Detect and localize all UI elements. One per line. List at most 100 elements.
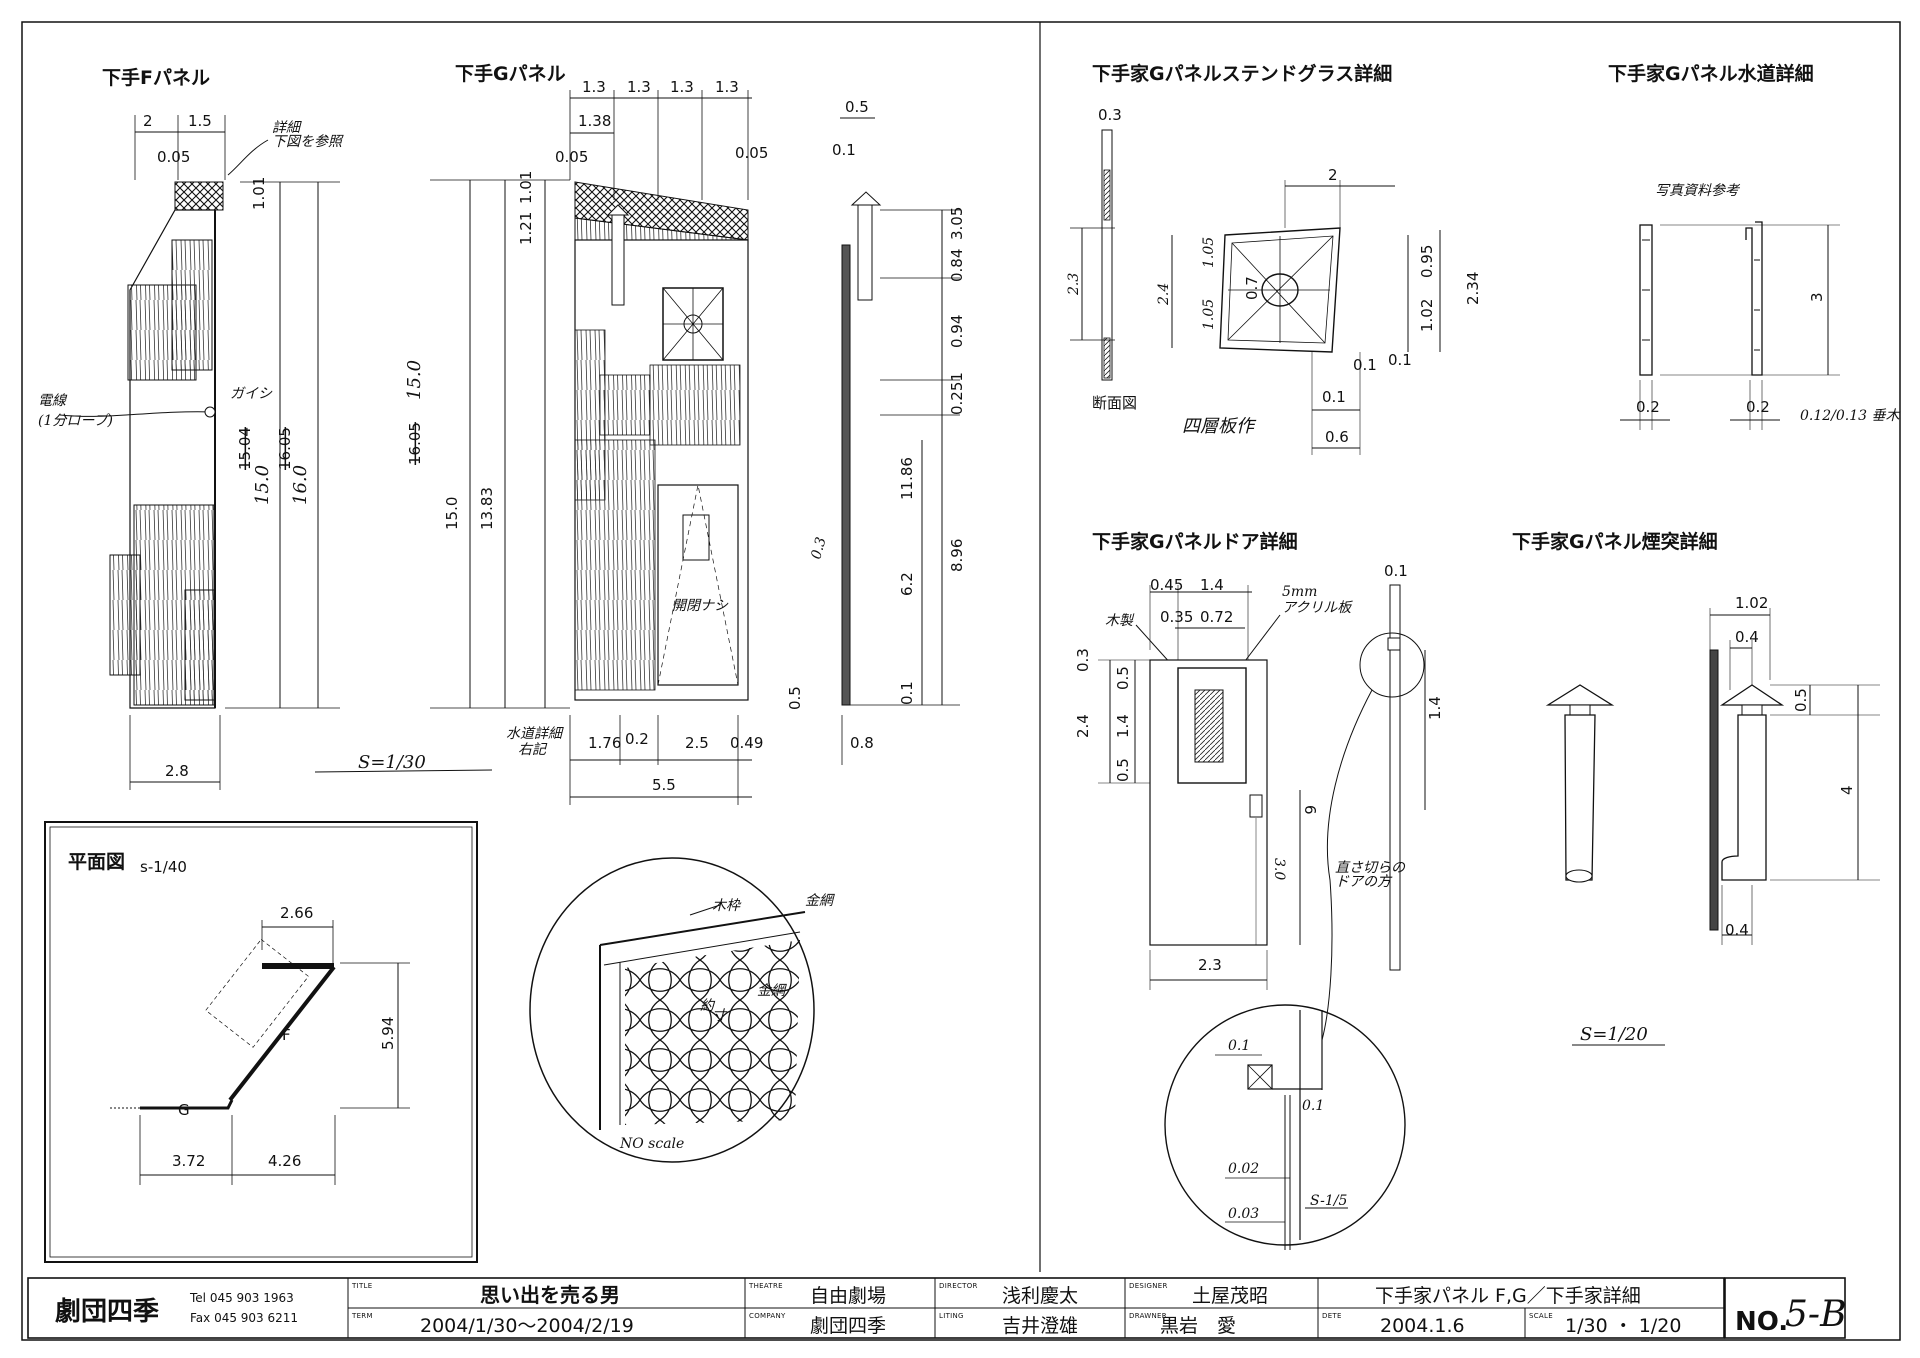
stained-dim-0-1a: 0.1 xyxy=(1353,356,1377,374)
stained-dim-2-34: 2.34 xyxy=(1464,272,1482,305)
plan-scale: s-1/40 xyxy=(140,858,187,876)
stained-dim-2: 2 xyxy=(1328,166,1338,184)
mesh-note-sun: 寸 xyxy=(712,1008,728,1024)
detail-dim-0-1b: 0.1 xyxy=(1302,1098,1324,1114)
detail-dim-0-02: 0.02 xyxy=(1228,1161,1259,1177)
g-dim-16-05: 16.05 xyxy=(406,422,424,465)
stained-dim-1-05a: 1.05 xyxy=(1201,237,1217,268)
title-block: 劇団四季 Tel 045 903 1963 Fax 045 903 6211 T… xyxy=(27,1277,1847,1339)
label-designer: DESIGNER xyxy=(1129,1282,1168,1290)
g-dim-1-76: 1.76 xyxy=(588,734,621,752)
f-note-insulator: ガイシ xyxy=(230,386,273,402)
g-panel-view: 下手Gパネル 1.3 1.3 1.3 1.3 1.38 0.05 0.05 0.… xyxy=(314,62,966,805)
door-note-b: ドアの方 xyxy=(1335,874,1393,890)
g-dim-0-2: 0.2 xyxy=(625,730,649,748)
g-dim-0-94: 0.251 xyxy=(948,372,966,415)
f-dim-16-05: 16.05 xyxy=(276,427,294,470)
f-dim-16: 16.0 xyxy=(290,465,311,505)
f-dim-0-05: 0.05 xyxy=(157,148,190,166)
production-title: 思い出を売る男 xyxy=(480,1283,620,1307)
door-dim-0-3: 0.3 xyxy=(1074,648,1092,672)
water-detail-view: 下手家Gパネル水道詳細 写真資料参考 3 0.2 0.2 0.12/0.13 垂… xyxy=(1608,62,1902,430)
stained-dim-0-1c: 0.1 xyxy=(1322,388,1346,406)
g-dim-13-83: 15.0 xyxy=(443,497,461,530)
stained-dim-1-05b: 1.05 xyxy=(1201,299,1217,330)
water-title: 下手家Gパネル水道詳細 xyxy=(1608,62,1814,85)
door-dim-1-4r: 1.4 xyxy=(1426,696,1444,720)
g-dim-2-5: 2.5 xyxy=(685,734,709,752)
mesh-scale-note: NO scale xyxy=(619,1136,684,1152)
door-note-wood: 木製 xyxy=(1105,613,1135,629)
chimney-dim-1-02: 1.02 xyxy=(1735,594,1768,612)
mesh-note-wire: 金網 xyxy=(805,893,835,909)
company-name: 劇団四季 xyxy=(810,1315,886,1337)
door-dim-0-45: 0.45 xyxy=(1150,576,1183,594)
water-dim-3: 3 xyxy=(1808,292,1826,302)
g-dim-5-5: 5.5 xyxy=(652,776,676,794)
door-dim-2-4: 2.4 xyxy=(1074,714,1092,738)
door-dim-0-35: 0.35 xyxy=(1160,608,1193,626)
door-title: 下手家Gパネルドア詳細 xyxy=(1092,530,1298,553)
label-term: TERM xyxy=(351,1312,373,1320)
f-dim-15-04: 15.04 xyxy=(236,427,254,470)
label-date: DETE xyxy=(1322,1312,1342,1320)
g-dim-3-05: 0.94 xyxy=(948,315,966,348)
detail-scale-note: S-1/5 xyxy=(1310,1193,1347,1209)
stained-note-layers: 四層板作 xyxy=(1182,416,1257,437)
chimney-dim-0-4b: 0.4 xyxy=(1725,921,1749,939)
door-detail-view: 下手家Gパネルドア詳細 0.45 1.4 0.35 0.72 木製 5mm アク… xyxy=(1074,530,1444,1041)
g-dim-8-96: 8.96 xyxy=(948,539,966,572)
plan-dim-2-66: 2.66 xyxy=(280,904,313,922)
g-dim-15: 15.0 xyxy=(404,360,425,400)
mesh-note-wire-2: 金網 xyxy=(757,983,787,999)
plan-mark-f: F xyxy=(282,1026,291,1044)
f-panel-view: 下手Fパネル 2 1.5 0.05 電線 (1分ロープ) ガイシ 詳細 下図を参… xyxy=(38,66,344,790)
stained-dim-0-7: 0.7 xyxy=(1243,276,1261,300)
chimney-scale-note: S=1/20 xyxy=(1580,1024,1648,1045)
mesh-detail-view: 木枠 金網 約 寸 金網 NO scale xyxy=(529,857,835,1163)
mesh-note-approx: 約 xyxy=(700,998,716,1014)
door-dim-0-5b: 0.5 xyxy=(1114,758,1132,782)
stained-section-label: 断面図 xyxy=(1092,394,1137,412)
f-dim-15: 15.0 xyxy=(252,465,273,505)
drawner-name: 黒岩 愛 xyxy=(1160,1315,1236,1337)
f-dim-2-8: 2.8 xyxy=(165,762,189,780)
f-dim-1-5: 1.5 xyxy=(188,112,212,130)
g-note-fixed: 開閉ナシ xyxy=(672,598,729,614)
f-note-see-below: 下図を参照 xyxy=(272,134,344,150)
stained-dim-2-4: 2.4 xyxy=(1156,283,1172,306)
g-dim-1-3c: 1.3 xyxy=(670,78,694,96)
edge-detail-view: 0.1 0.1 0.02 0.03 S-1/5 xyxy=(1164,1004,1406,1250)
f-panel-title: 下手Fパネル xyxy=(102,66,210,89)
company-logo-text: 劇団四季 xyxy=(55,1297,159,1327)
plan-dim-3-72: 3.72 xyxy=(172,1152,205,1170)
f-note-detail: 詳細 xyxy=(272,120,302,136)
plan-dim-5-94: 5.94 xyxy=(379,1017,397,1050)
g-dim-1-21: 1.21 xyxy=(517,212,535,245)
stained-dim-2-3: 2.3 xyxy=(1066,273,1082,296)
chimney-dim-0-5: 0.5 xyxy=(1792,688,1810,712)
g-dim-0-84-r: 3.05 xyxy=(948,207,966,240)
g-dim-0-5-b: 0.5 xyxy=(786,686,804,710)
stained-dim-1-02: 1.02 xyxy=(1418,299,1436,332)
label-scale: SCALE xyxy=(1529,1312,1553,1320)
door-note-a: 直さ切らの xyxy=(1335,860,1406,876)
g-note-right: 右記 xyxy=(518,742,548,758)
stained-dim-0-6: 0.6 xyxy=(1325,428,1349,446)
stained-dim-0-1b: 0.1 xyxy=(1388,351,1412,369)
label-lighting: LITING xyxy=(939,1312,964,1320)
g-dim-0-8: 0.8 xyxy=(850,734,874,752)
plan-view: 平面図 s-1/40 2.66 G F 5.94 3.72 4.26 xyxy=(44,821,478,1263)
company-fax: Fax 045 903 6211 xyxy=(190,1311,298,1325)
stained-title: 下手家Gパネルステンドグラス詳細 xyxy=(1092,62,1392,85)
chimney-detail-view: 下手家Gパネル煙突詳細 1.02 0.4 0.4 0.5 4 S=1/20 xyxy=(1512,530,1880,1046)
label-theatre: THEATRE xyxy=(748,1282,783,1290)
door-dim-3-0: 3.0 xyxy=(1271,858,1287,880)
f-dim-2: 2 xyxy=(143,112,153,130)
label-drawner: DRAWNER xyxy=(1129,1312,1167,1320)
door-note-acrylic: アクリル板 xyxy=(1282,600,1353,616)
plan-title: 平面図 xyxy=(68,851,125,873)
director-name: 浅利慶太 xyxy=(1002,1285,1078,1307)
door-dim-1-4l: 1.4 xyxy=(1114,714,1132,738)
f-note-wire: 電線 xyxy=(38,393,68,409)
